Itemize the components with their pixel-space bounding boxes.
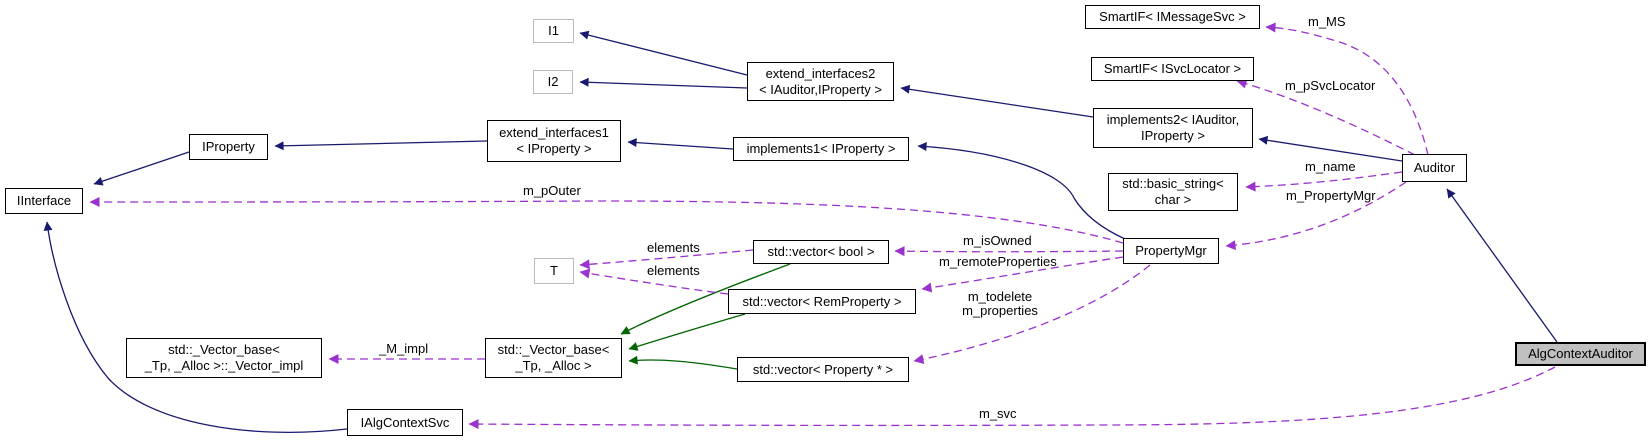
edge-vectorbool-t [579,249,754,270]
edge-vectorrem-t [579,268,729,295]
node-implements1[interactable]: implements1< IProperty > [733,137,909,161]
node-t[interactable]: T [534,258,574,284]
node-vector-property[interactable]: std::vector< Property * > [737,357,909,382]
edge-propertymgr-impl1 [917,142,1126,240]
edge-propertymgr-vectorbool [894,246,1124,257]
edge-label-m-svc: m_svc [979,406,1017,421]
edge-algcontextauditor-auditor [1446,188,1558,343]
edge-vectorbool-vectorbase [620,263,791,335]
edge-ext2-i1 [579,30,748,76]
edge-auditor-smartifsvc [1236,78,1416,156]
edge-label-m-name: m_name [1305,159,1356,174]
node-i2[interactable]: I2 [533,70,573,94]
node-iinterface[interactable]: IInterface [5,188,83,214]
node-smartif-imessagesvc[interactable]: SmartIF< IMessageSvc > [1085,5,1260,29]
edge-iproperty-iinterface [93,151,190,186]
edge-label-m-impl: _M_impl [379,341,429,356]
edge-auditor-basicstring [1245,171,1403,192]
node-smartif-isvclocator[interactable]: SmartIF< ISvcLocator > [1091,57,1254,81]
edge-auditor-impl2 [1258,135,1403,162]
edge-label-m-psvclocator: m_pSvcLocator [1285,78,1376,93]
node-vector-base[interactable]: std::_Vector_base< _Tp, _Alloc > [485,338,622,378]
node-ialgcontextsvc[interactable]: IAlgContextSvc [347,409,463,436]
node-algcontextauditor[interactable]: AlgContextAuditor [1515,342,1646,366]
node-iproperty[interactable]: IProperty [189,134,268,160]
edge-vectorprop-vectorbase [628,355,738,370]
edge-impl1-ext1 [627,138,734,150]
node-auditor[interactable]: Auditor [1402,154,1467,182]
edge-label-m-propertymgr: m_PropertyMgr [1286,188,1376,203]
edge-propertymgr-iinterface [89,196,1124,244]
edge-label-m-remoteproperties: m_remoteProperties [939,254,1057,269]
edge-label-m-isowned: m_isOwned [963,233,1032,248]
node-extend-interfaces2[interactable]: extend_interfaces2 < IAuditor,IProperty … [747,62,894,101]
node-vector-bool[interactable]: std::vector< bool > [753,240,889,264]
node-vector-base-impl[interactable]: std::_Vector_base< _Tp, _Alloc >::_Vecto… [126,338,322,378]
edge-ext2-i2 [579,77,748,89]
node-implements2[interactable]: implements2< IAuditor, IProperty > [1093,108,1253,148]
edge-vectorrem-vectorbase [628,313,746,351]
edge-impl2-ext2 [900,84,1094,118]
node-extend-interfaces1[interactable]: extend_interfaces1 < IProperty > [487,120,621,162]
edge-auditor-smartifmsg [1265,22,1429,156]
edge-label-m-ms: m_MS [1308,14,1346,29]
edge-algcontextauditor-ialgcontextsvc [468,366,1556,430]
edge-ialgcontextsvc-iinterface [43,221,348,433]
node-propertymgr[interactable]: PropertyMgr [1123,238,1219,264]
edge-auditor-propertymgr [1225,181,1407,251]
edge-label-elements-2: elements [647,263,700,278]
edge-label-m-todelete-m-properties: m_todelete m_properties [962,289,1038,318]
edge-propertymgr-vectorrem [921,256,1124,293]
edge-label-elements-1: elements [647,240,700,255]
edge-label-m-pouter: m_pOuter [523,183,581,198]
node-i1[interactable]: I1 [533,19,574,43]
node-basic-string[interactable]: std::basic_string< char > [1108,173,1238,211]
node-vector-remproperty[interactable]: std::vector< RemProperty > [728,289,916,314]
edge-ext1-iproperty [274,140,488,151]
edge-propertymgr-vectorprop [913,264,1151,365]
